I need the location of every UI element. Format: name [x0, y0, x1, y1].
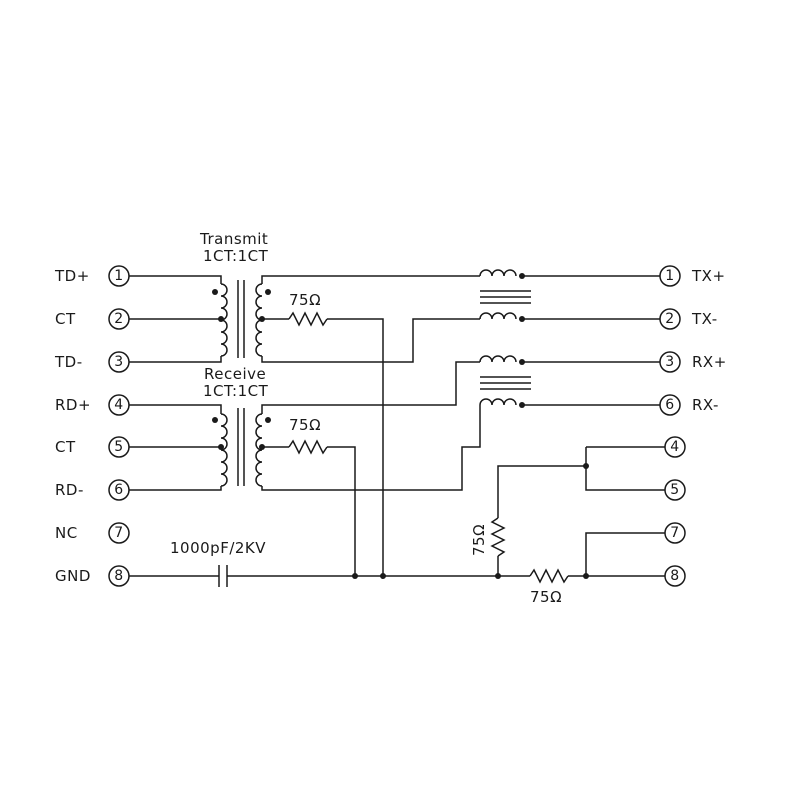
svg-text:5: 5 — [670, 482, 679, 498]
left-pin-labels: TD+ CT TD- RD+ CT RD- NC GND — [54, 267, 91, 585]
svg-text:2: 2 — [114, 311, 123, 327]
receive-ratio: 1CT:1CT — [203, 382, 269, 400]
receive-secondary-wiring: 75Ω — [259, 361, 481, 576]
left-pin-5: 5 — [108, 436, 130, 458]
left-pin-circles: 1 2 3 4 5 6 7 8 — [108, 265, 130, 587]
svg-text:3: 3 — [665, 354, 674, 370]
right-pin-label: TX- — [691, 310, 718, 328]
svg-text:1: 1 — [114, 268, 123, 284]
right-pin-label: RX- — [692, 396, 719, 414]
left-pin-7: 7 — [108, 522, 130, 544]
choke-rx — [479, 355, 660, 408]
receive-secondary-coil — [255, 413, 263, 487]
left-pin-label: CT — [55, 438, 76, 456]
resistor-label: 75Ω — [289, 416, 321, 434]
svg-text:4: 4 — [670, 439, 679, 455]
resistor-75-vertical — [490, 517, 506, 557]
left-pin-label: RD- — [55, 481, 84, 499]
ground-wiring: 1000pF/2KV — [129, 539, 530, 587]
transmit-secondary-wiring: 75Ω — [259, 275, 480, 576]
svg-text:6: 6 — [665, 397, 674, 413]
svg-text:8: 8 — [114, 568, 123, 584]
receive-title: Receive — [204, 365, 266, 383]
right-pin-label: RX+ — [692, 353, 727, 371]
left-pin-1: 1 — [108, 265, 130, 287]
choke-tx — [479, 269, 660, 322]
resistor-label: 75Ω — [530, 588, 562, 606]
right-pin-1: 1 — [659, 265, 681, 287]
left-pin-label: TD- — [54, 353, 83, 371]
right-pin-8: 8 — [664, 565, 686, 587]
right-pin-5: 5 — [664, 479, 686, 501]
left-pin-8: 8 — [108, 565, 130, 587]
receive-primary-coil — [220, 413, 228, 487]
capacitor-label: 1000pF/2KV — [170, 539, 266, 557]
svg-text:5: 5 — [114, 439, 123, 455]
svg-text:7: 7 — [670, 525, 679, 541]
right-pin-3: 3 — [659, 351, 681, 373]
transmit-ratio: 1CT:1CT — [203, 247, 269, 265]
left-pin-label: GND — [55, 567, 91, 585]
right-pin-2: 2 — [659, 308, 681, 330]
left-wiring — [129, 275, 224, 491]
left-pin-4: 4 — [108, 394, 130, 416]
right-pin-6: 6 — [659, 394, 681, 416]
right-pin-4: 4 — [664, 436, 686, 458]
resistor-75-transmit — [288, 311, 328, 327]
left-pin-6: 6 — [108, 479, 130, 501]
left-pin-label: CT — [55, 310, 76, 328]
right-pin-labels: TX+ TX- RX+ RX- — [691, 267, 727, 414]
resistor-label: 75Ω — [289, 291, 321, 309]
svg-text:8: 8 — [670, 568, 679, 584]
transmit-title: Transmit — [199, 230, 268, 248]
left-pin-label: TD+ — [54, 267, 90, 285]
left-pin-label: NC — [55, 524, 78, 542]
svg-text:2: 2 — [665, 311, 674, 327]
resistor-75-horizontal — [529, 568, 569, 584]
termination-network: 75Ω 75Ω — [470, 446, 665, 606]
left-pin-2: 2 — [108, 308, 130, 330]
right-pin-circles: 1 2 3 6 4 5 7 8 — [659, 265, 686, 587]
left-pin-3: 3 — [108, 351, 130, 373]
right-pin-label: TX+ — [691, 267, 726, 285]
svg-text:3: 3 — [114, 354, 123, 370]
right-pin-7: 7 — [664, 522, 686, 544]
svg-text:4: 4 — [114, 397, 123, 413]
svg-text:6: 6 — [114, 482, 123, 498]
resistor-75-receive — [288, 439, 328, 455]
svg-text:1: 1 — [665, 268, 674, 284]
svg-text:7: 7 — [114, 525, 123, 541]
left-pin-label: RD+ — [55, 396, 91, 414]
resistor-label: 75Ω — [470, 524, 488, 556]
